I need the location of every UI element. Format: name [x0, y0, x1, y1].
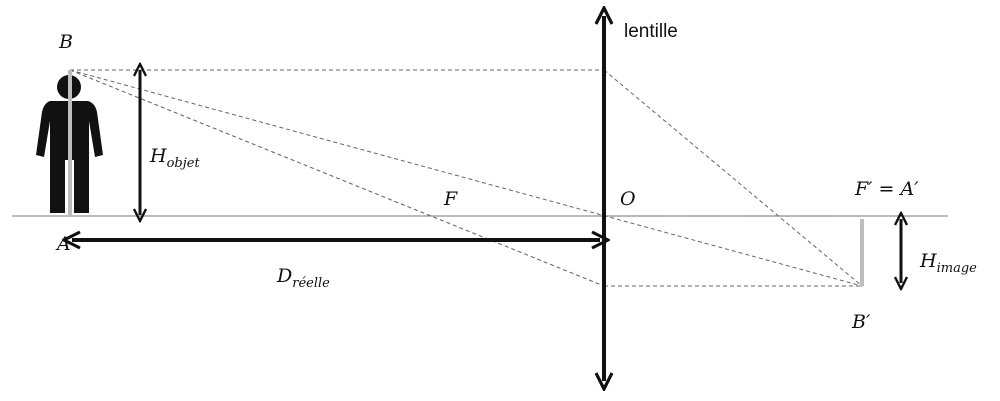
real-distance-sub: réelle — [292, 276, 330, 291]
image-bottom-label: B′ — [851, 311, 871, 333]
image-height-sub: image — [937, 261, 978, 276]
light-rays — [69, 69, 863, 287]
object-height-main: H — [149, 145, 167, 167]
ray-through-focus — [69, 69, 605, 287]
point-b-label: B — [58, 31, 73, 53]
real-distance-label: Dréelle — [276, 265, 330, 291]
real-distance-main: D — [276, 265, 292, 287]
image-top-label: F′ = A′ — [854, 178, 919, 200]
lens-label: lentille — [624, 21, 678, 42]
optical-center-label: O — [620, 188, 636, 210]
image-height-label: Himage — [919, 250, 977, 276]
object-height-label: Hobjet — [149, 145, 200, 171]
ray-through-center — [69, 69, 863, 287]
object-height-sub: objet — [167, 156, 201, 171]
focal-point-label: F — [443, 188, 458, 210]
ray-parallel-refracted — [603, 69, 863, 287]
image-height-main: H — [919, 250, 937, 272]
point-a-label: A — [55, 233, 71, 255]
